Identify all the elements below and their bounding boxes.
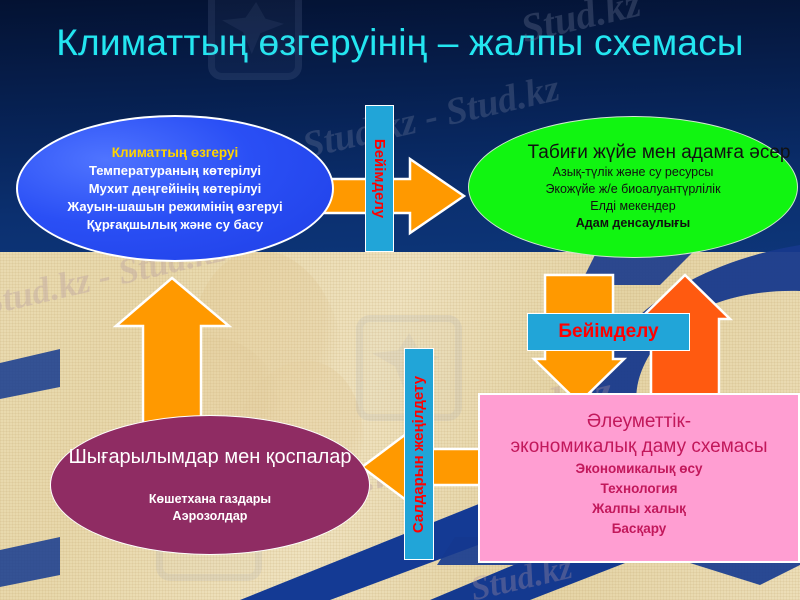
impacts-line-3: Елді мекендер bbox=[590, 199, 676, 213]
socioeconomic-line-4: Басқару bbox=[611, 521, 667, 536]
climate-change-line-1: Температураның көтерілуі bbox=[88, 162, 262, 178]
climate-change-line-2: Мухит деңгейінің көтерілуі bbox=[88, 180, 262, 196]
adaptation-label-vertical[interactable]: Бейімделу bbox=[365, 105, 394, 252]
emissions-heading: Шығарылымдар мен қоспалар bbox=[68, 446, 352, 468]
impacts-ellipse[interactable]: Табиғи жүйе мен адамға әсер Азық-түлік ж… bbox=[468, 116, 798, 258]
impacts-line-2: Экожүйе ж/е биоалуантүрлілік bbox=[545, 182, 721, 196]
impacts-line-4: Адам денсаулығы bbox=[575, 216, 691, 230]
socioeconomic-heading-line-1: Әлеуметтік- bbox=[586, 411, 692, 432]
climate-change-line-3: Жауын-шашын режимінің өзгеруі bbox=[67, 198, 283, 214]
adaptation-label-horizontal-text: Бейімделу bbox=[558, 321, 659, 342]
socioeconomic-box[interactable]: Әлеуметтік- экономикалық даму схемасы Эк… bbox=[478, 393, 800, 563]
impacts-heading: Табиғи жүйе мен адамға әсер bbox=[527, 142, 791, 163]
socioeconomic-heading-line-2: экономикалық даму схемасы bbox=[510, 436, 768, 457]
socioeconomic-line-2: Технология bbox=[600, 481, 678, 496]
socioeconomic-line-1: Экономикалық өсу bbox=[575, 461, 703, 476]
mitigation-label-vertical[interactable]: Салдарын жеңілдету bbox=[404, 348, 434, 560]
mitigation-label-vertical-text: Салдарын жеңілдету bbox=[410, 375, 428, 533]
emissions-ellipse[interactable]: Шығарылымдар мен қоспалар Көшетхана газд… bbox=[50, 415, 370, 555]
emissions-line-1: Көшетхана газдары bbox=[148, 492, 272, 506]
climate-change-heading: Климаттың өзгеруі bbox=[111, 144, 239, 160]
page-title: Климаттың өзгеруінің – жалпы схемасы bbox=[56, 22, 744, 63]
adaptation-label-vertical-text: Бейімделу bbox=[371, 138, 388, 219]
socioeconomic-line-3: Жалпы халық bbox=[592, 501, 686, 516]
climate-change-line-4: Құрғақшылық және су басу bbox=[86, 216, 264, 232]
arrow-up-left bbox=[113, 275, 233, 427]
climate-change-ellipse[interactable]: Климаттың өзгеруі Температураның көтеріл… bbox=[16, 115, 334, 262]
emissions-line-2: Аэрозолдар bbox=[172, 509, 248, 523]
adaptation-label-horizontal[interactable]: Бейімделу bbox=[527, 313, 690, 351]
impacts-line-1: Азық-түлік және су ресурсы bbox=[552, 165, 714, 179]
